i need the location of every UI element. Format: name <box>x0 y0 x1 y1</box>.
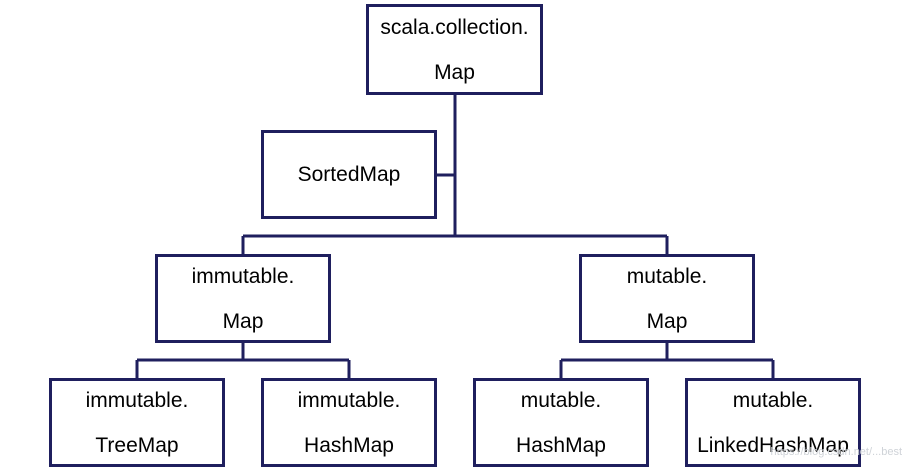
node-label-line2: HashMap <box>304 433 394 457</box>
node-label-line1: scala.collection. <box>380 15 529 39</box>
node-immutable-treemap: immutable. TreeMap <box>49 378 225 467</box>
node-mutable-map: mutable. Map <box>579 254 755 343</box>
node-label-line2: TreeMap <box>95 433 179 457</box>
node-scala-collection-map: scala.collection. Map <box>366 4 543 95</box>
node-label-line1: mutable. <box>520 388 602 412</box>
node-label-line1: mutable. <box>732 388 814 412</box>
node-label-line1: immutable. <box>85 388 189 412</box>
node-mutable-linkedhashmap: mutable. LinkedHashMap <box>685 378 861 467</box>
node-label-line2: Map <box>434 60 475 84</box>
node-label-line2: LinkedHashMap <box>697 433 849 457</box>
node-immutable-hashmap: immutable. HashMap <box>261 378 437 467</box>
node-label-line2: Map <box>222 309 264 333</box>
watermark: https://blog.csdn.net/...best <box>770 446 902 458</box>
node-label-line2: Map <box>646 309 688 333</box>
node-label-line2: HashMap <box>516 433 606 457</box>
node-label-line1: immutable. <box>191 264 295 288</box>
node-label-line1: immutable. <box>297 388 401 412</box>
node-label-line1: SortedMap <box>297 163 401 186</box>
node-sortedmap: SortedMap <box>261 130 437 219</box>
node-mutable-hashmap: mutable. HashMap <box>473 378 649 467</box>
node-immutable-map: immutable. Map <box>155 254 331 343</box>
node-label-line1: mutable. <box>626 264 708 288</box>
